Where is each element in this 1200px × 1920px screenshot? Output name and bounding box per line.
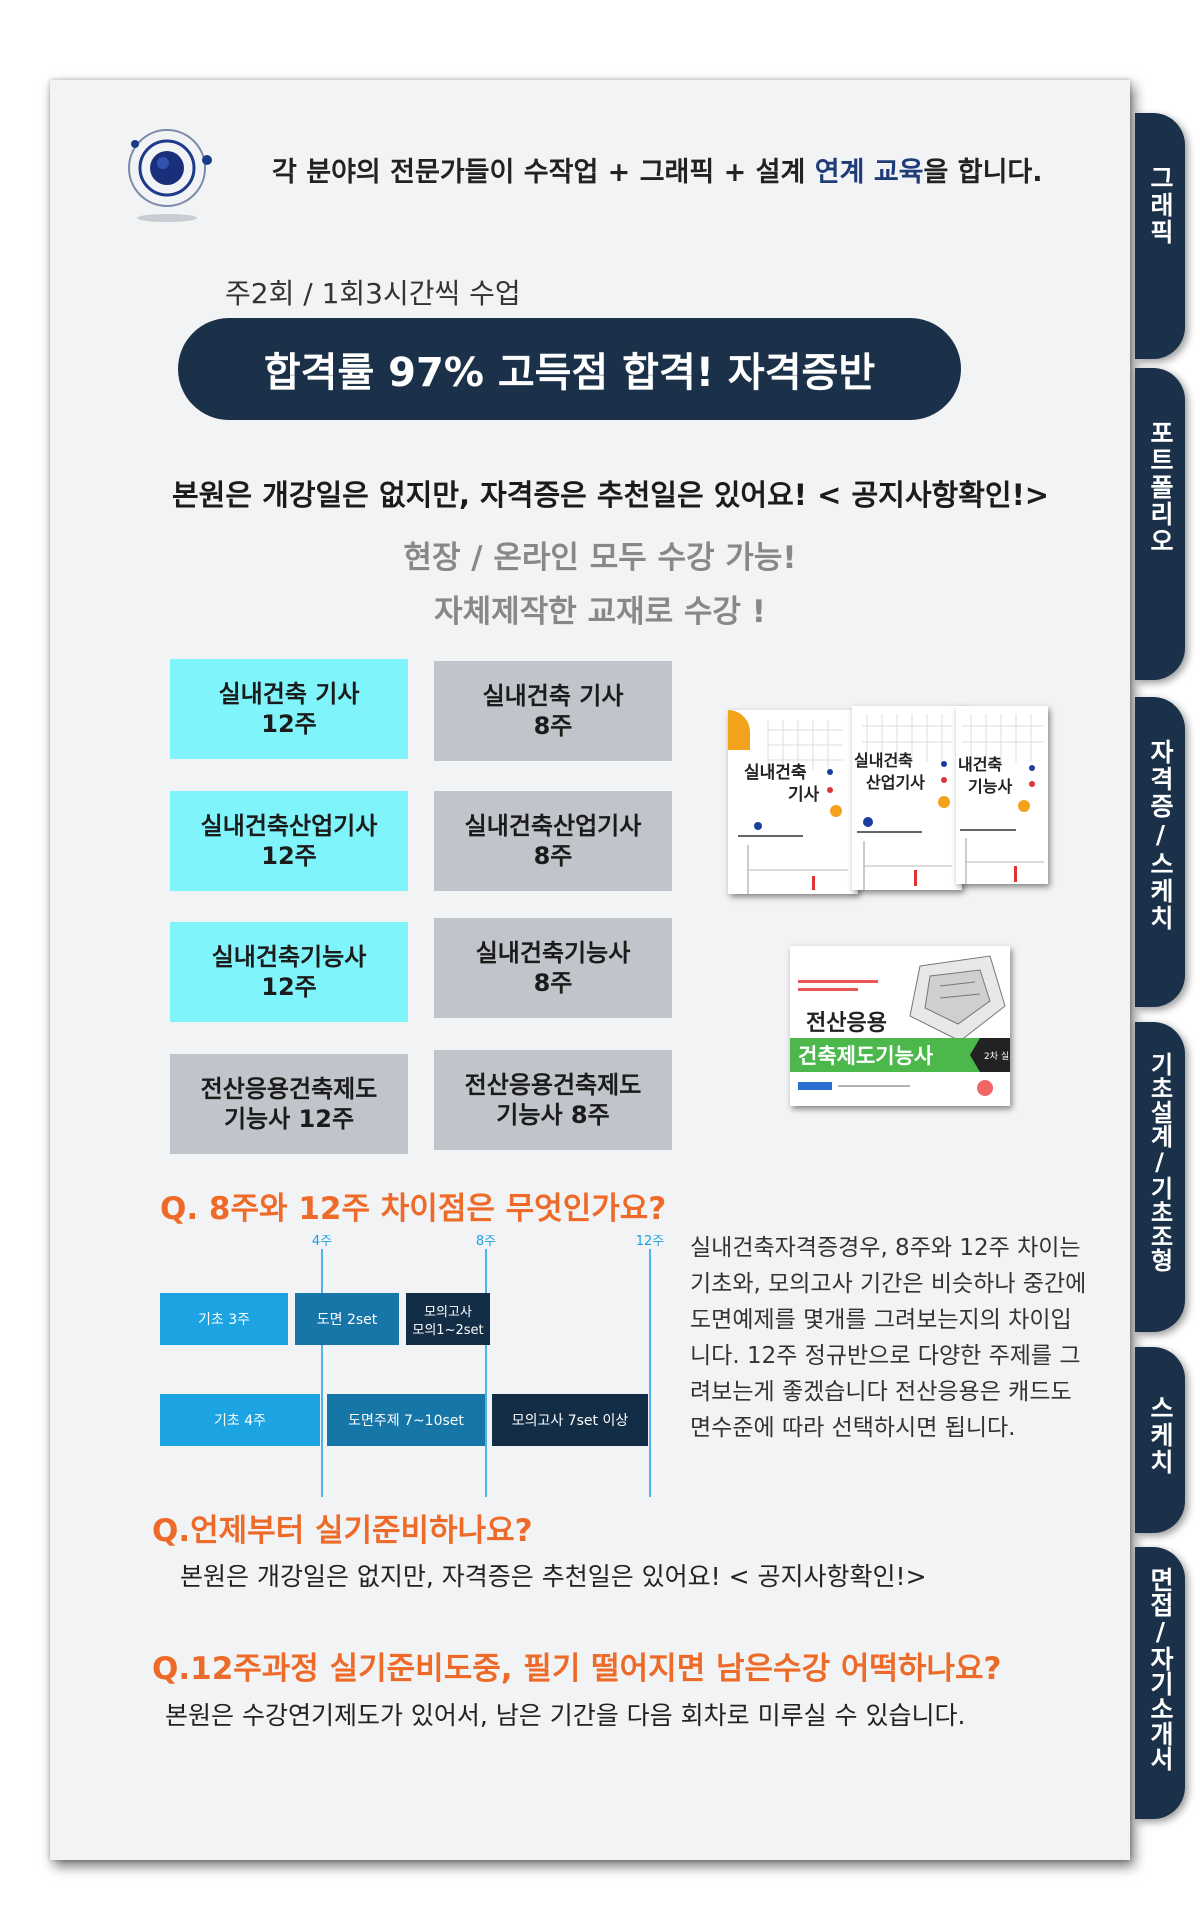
tagline-textbook: 자체제작한 교재로 수강 ! xyxy=(434,594,766,630)
marker-4w: 4주 xyxy=(312,1235,332,1249)
svg-text:내건축: 내건축 xyxy=(958,755,1002,774)
bar-mock-exam-short xyxy=(406,1293,490,1345)
svg-text:기초 4주: 기초 4주 xyxy=(214,1413,266,1429)
svg-text:건축제도기능사: 건축제도기능사 xyxy=(798,1044,934,1068)
textbook-cover-engineer: 실내건축 기사 xyxy=(728,710,858,894)
svg-text:기능사: 기능사 xyxy=(968,777,1012,796)
svg-text:기초 3주: 기초 3주 xyxy=(198,1312,250,1328)
headline: 각 분야의 전문가들이 수작업 + 그래픽 + 설계 연계 교육을 합니다. xyxy=(272,157,1043,188)
headline-highlight: 연계 교육 xyxy=(814,157,924,188)
svg-text:모의고사 7set 이상: 모의고사 7set 이상 xyxy=(512,1413,629,1429)
svg-text:기사: 기사 xyxy=(788,785,820,805)
marker-12w: 12주 xyxy=(636,1235,665,1249)
textbook-cover-craftsman: 내건축 기능사 xyxy=(956,706,1048,884)
svg-text:실내건축: 실내건축 xyxy=(854,751,913,770)
svg-text:도면주제 7~10set: 도면주제 7~10set xyxy=(348,1413,464,1429)
bar-drawing-topics xyxy=(327,1394,485,1446)
pass-rate-banner: 합격률 97% 고득점 합격! 자격증반 xyxy=(178,318,961,420)
bar-basics-4w xyxy=(160,1394,320,1446)
tagline-online: 현장 / 온라인 모두 수강 가능! xyxy=(403,540,797,576)
svg-text:실내건축: 실내건축 xyxy=(744,763,807,783)
bar-mock-exam-long xyxy=(492,1394,648,1446)
difference-explanation: 실내건축자격증경우, 8주와 12주 차이는 기초와, 모의고사 기간은 비슷하… xyxy=(690,1235,1087,1441)
course-timeline-diagram: 4주 8주 12주 기초 3주 도면 2set 모의고사 모의1~2set 기초… xyxy=(160,1235,665,1497)
svg-text:모의고사: 모의고사 xyxy=(424,1305,472,1320)
svg-text:모의1~2set: 모의1~2set xyxy=(412,1323,483,1338)
faq-question-2: Q.언제부터 실기준비하나요? xyxy=(152,1513,533,1549)
svg-text:도면 2set: 도면 2set xyxy=(317,1312,378,1328)
orbit-logo-icon xyxy=(128,129,212,222)
svg-text:2차 실기형: 2차 실기형 xyxy=(984,1050,1010,1062)
tab-sketch[interactable]: 스케치 xyxy=(1135,1347,1185,1533)
notice-text: 본원은 개강일은 없지만, 자격증은 추천일은 있어요! < 공지사항확인!> xyxy=(172,478,1050,512)
tab-graphic[interactable]: 그래픽 xyxy=(1135,113,1185,359)
marker-8w: 8주 xyxy=(476,1235,496,1249)
textbook-cover-industrial-engineer: 실내건축 산업기사 xyxy=(852,706,962,890)
svg-text:전산응용: 전산응용 xyxy=(806,1011,887,1036)
faq-answer-3: 본원은 수강연기제도가 있어서, 남은 기간을 다음 회차로 미루실 수 있습니… xyxy=(165,1701,966,1730)
tab-portfolio[interactable]: 포트폴리오 xyxy=(1135,368,1185,680)
tab-basic-design[interactable]: 기초설계/기초조형 xyxy=(1135,1022,1185,1332)
bar-drawing-2set xyxy=(295,1293,399,1345)
schedule-text: 주2회 / 1회3시간씩 수업 xyxy=(225,277,521,310)
bar-basics-3w xyxy=(160,1293,288,1345)
faq-answer-2: 본원은 개강일은 없지만, 자격증은 추천일은 있어요! < 공지사항확인!> xyxy=(180,1562,927,1591)
svg-text:산업기사: 산업기사 xyxy=(866,773,925,792)
tab-interview-self-intro[interactable]: 면접/자기소개서 xyxy=(1135,1547,1185,1819)
tab-certificate-sketch[interactable]: 자격증/스케치 xyxy=(1135,697,1185,1007)
faq-question-1: Q. 8주와 12주 차이점은 무엇인가요? xyxy=(160,1191,667,1227)
faq-question-3: Q.12주과정 실기준비도중, 필기 떨어지면 남은수강 어떡하나요? xyxy=(152,1651,1002,1687)
textbook-cover-cad-drafting: 전산응용 건축제도기능사 2차 실기형 xyxy=(790,946,1010,1106)
